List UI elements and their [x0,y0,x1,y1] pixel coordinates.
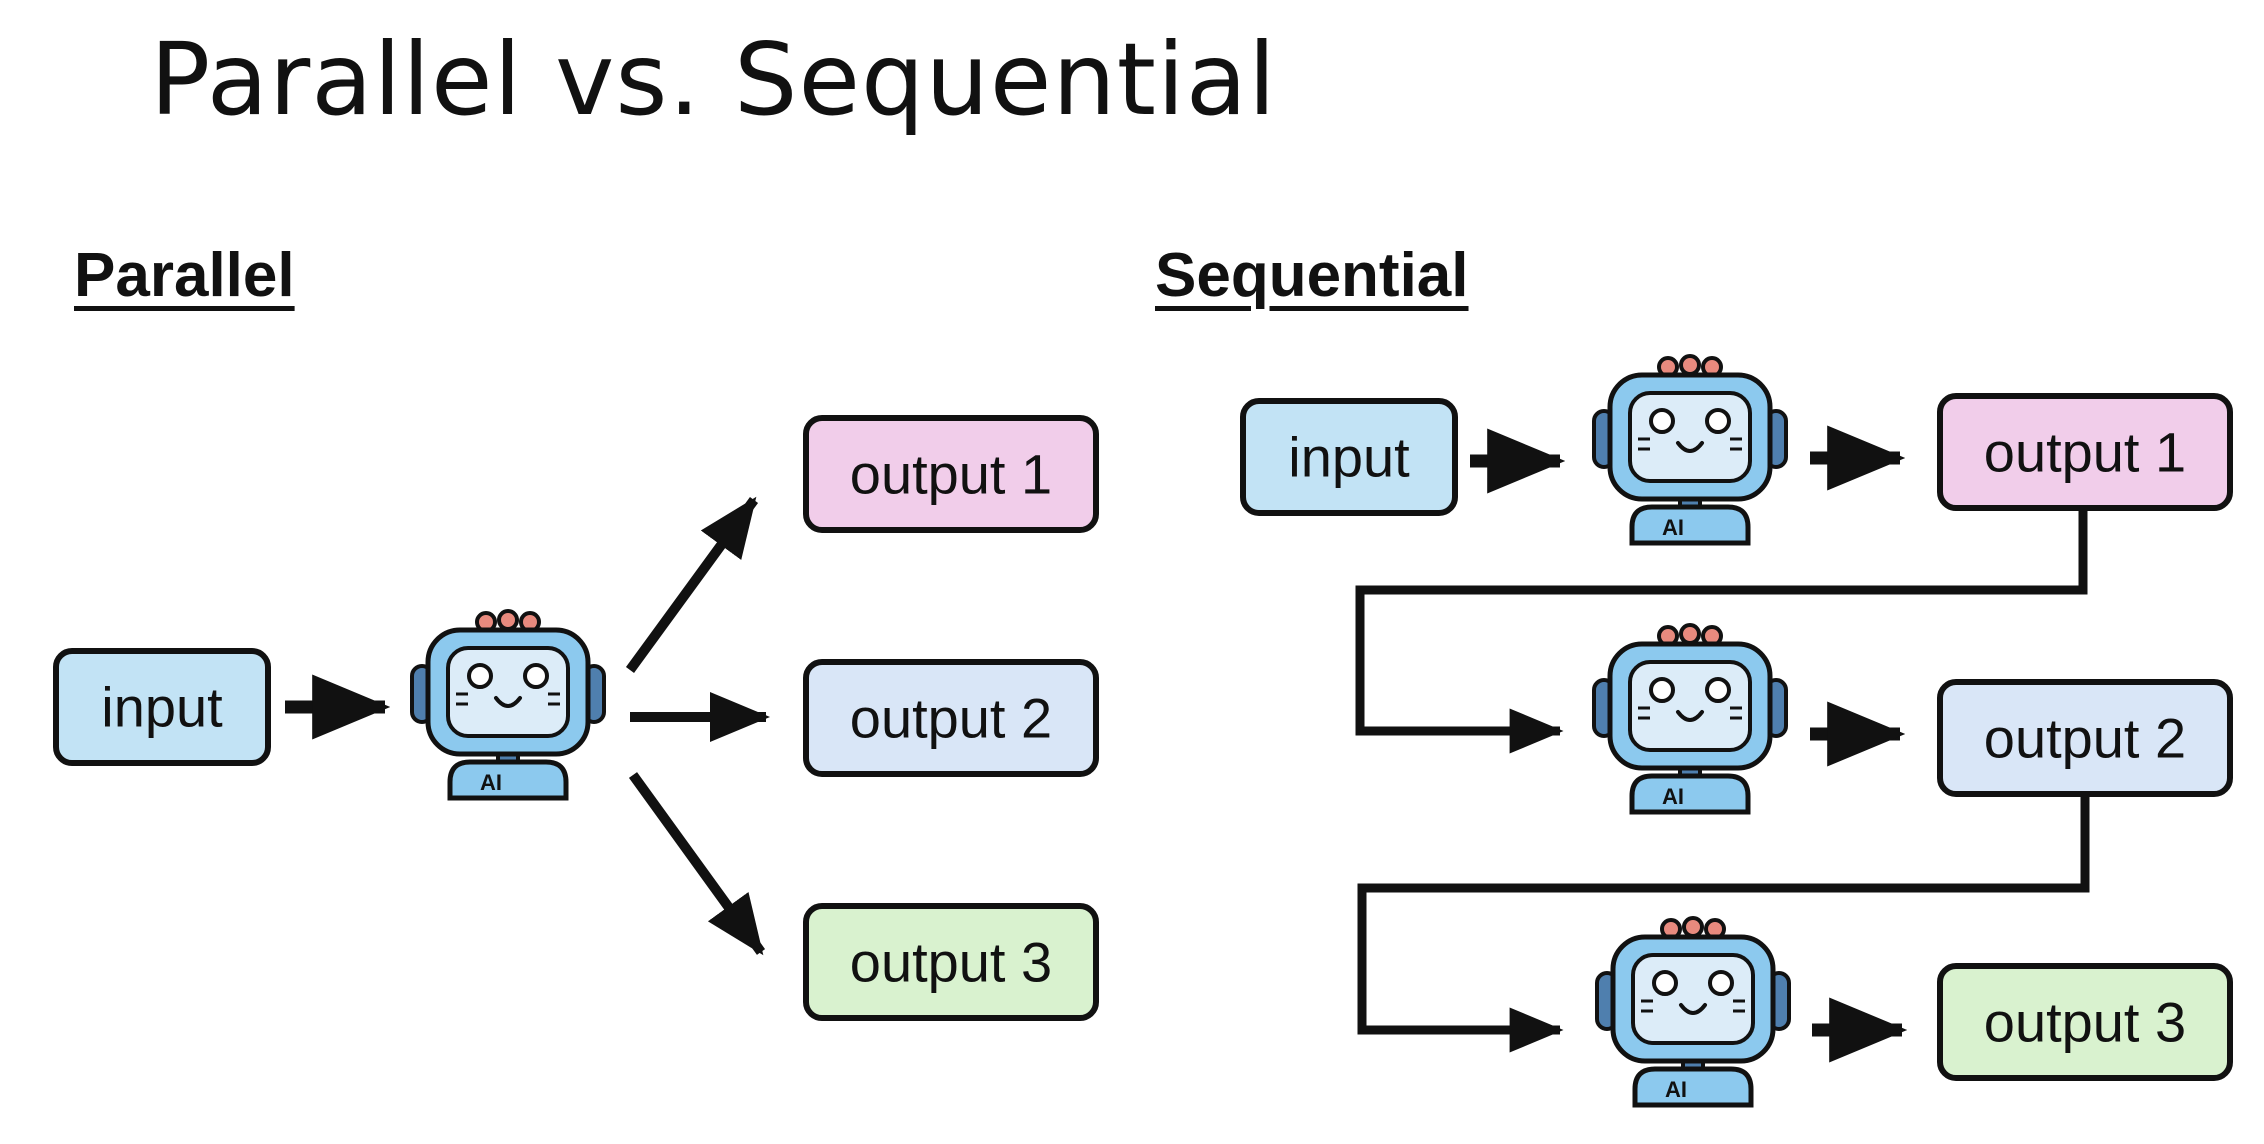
parallel-output-2-label: output 2 [850,687,1052,750]
robot-ai-badge: AI [1662,515,1684,540]
parallel-output-1-box: output 1 [803,415,1099,533]
parallel-heading: Parallel [74,241,295,310]
sequential-input-box: input [1240,398,1458,516]
sequential-input-label: input [1288,426,1410,489]
sequential-output-3-label: output 3 [1984,991,2186,1054]
sequential-output-2-label: output 2 [1984,707,2186,770]
robot-icon: AI [1597,918,1789,1105]
robot-icon: AI [412,611,604,798]
sequential-output-2-box: output 2 [1937,679,2233,797]
arrow-right-icon [628,772,766,956]
robot-ai-badge: AI [1662,784,1684,809]
robot-icon: AI [1594,625,1786,812]
robot-icon: AI [1594,356,1786,543]
connector-arrow [1357,794,2090,1053]
parallel-output-1-label: output 1 [850,443,1052,506]
arrow-right-icon [625,496,759,673]
parallel-input-label: input [101,676,223,739]
page-title: Parallel vs. Sequential [150,21,1277,138]
sequential-output-1-label: output 1 [1984,421,2186,484]
robot-ai-badge: AI [1665,1077,1687,1102]
parallel-output-2-box: output 2 [803,659,1099,777]
parallel-output-3-label: output 3 [850,931,1052,994]
parallel-input-box: input [53,648,271,766]
connector-arrow [1355,508,2088,754]
sequential-heading: Sequential [1155,241,1469,310]
sequential-output-3-box: output 3 [1937,963,2233,1081]
robot-ai-badge: AI [480,770,502,795]
parallel-output-3-box: output 3 [803,903,1099,1021]
sequential-output-1-box: output 1 [1937,393,2233,511]
